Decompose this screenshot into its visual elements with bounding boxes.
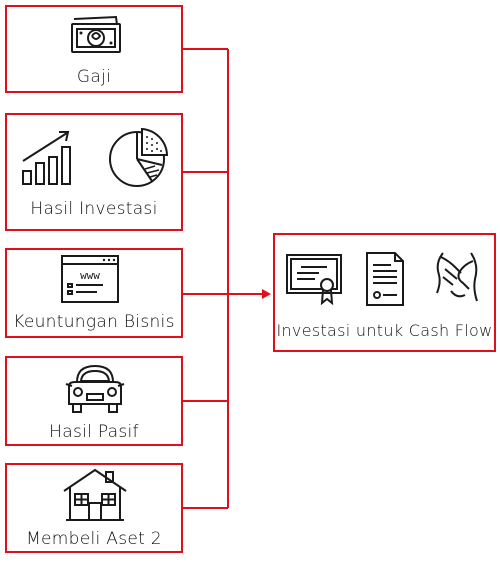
source-label: Membeli Aset 2 <box>26 529 162 549</box>
www-text: www <box>80 269 100 282</box>
car-icon <box>65 364 125 413</box>
house-icon <box>63 468 127 521</box>
source-label: Hasil Investasi <box>30 199 158 219</box>
source-label: Hasil Pasif <box>49 422 139 442</box>
bar-chart-growth-icon <box>22 131 71 185</box>
handshake-icon <box>436 252 478 302</box>
website-browser-icon: www <box>61 255 119 303</box>
certificate-icon <box>286 254 342 306</box>
source-label: Keuntungan Bisnis <box>13 312 175 332</box>
target-label: Investasi untuk Cash Flow <box>276 321 493 340</box>
arrow-head <box>262 289 271 299</box>
source-box-membeli-aset: Membeli Aset 2 <box>5 463 183 553</box>
source-box-hasil-pasif: Hasil Pasif <box>5 356 183 446</box>
contract-document-icon <box>366 252 404 306</box>
source-box-hasil-investasi: Hasil Investasi <box>5 113 183 231</box>
source-box-gaji: Gaji <box>5 5 183 93</box>
target-box-investasi-cash-flow: Investasi untuk Cash Flow <box>273 233 496 352</box>
source-box-keuntungan-bisnis: www Keuntungan Bisnis <box>5 248 183 338</box>
pie-chart-icon <box>109 127 169 187</box>
source-label: Gaji <box>76 67 112 87</box>
money-bill-icon <box>71 15 121 53</box>
